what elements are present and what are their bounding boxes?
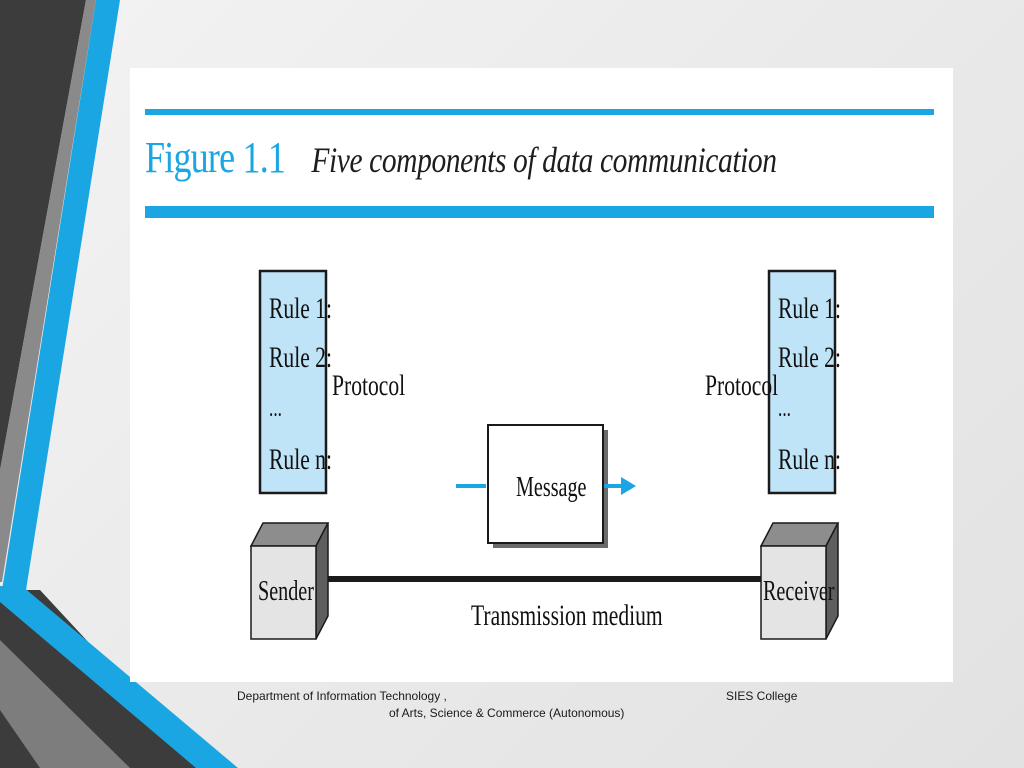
receiver-rule-1: Rule 1: <box>778 292 841 325</box>
sender-rule-1: Rule 1: <box>269 292 332 325</box>
sender-protocol-box: Rule 1: Rule 2: ... Rule n: <box>258 269 332 495</box>
receiver-protocol-label: Protocol <box>705 369 778 402</box>
decor-stripe-blue-bottom <box>0 586 238 768</box>
figure-panel: Figure 1.1 Five components of data commu… <box>130 68 953 682</box>
figure-label: Figure 1.1 <box>145 133 286 182</box>
slide-footer: Department of Information Technology , S… <box>0 688 1024 728</box>
transmission-medium-label: Transmission medium <box>471 599 663 632</box>
sender-device: Sender <box>249 522 330 640</box>
message-label: Message <box>516 472 586 503</box>
decor-stripe-blue <box>2 0 120 590</box>
receiver-protocol-box: Rule 1: Rule 2: ... Rule n: <box>767 269 841 495</box>
message-box: Message <box>487 424 608 548</box>
receiver-device: Receiver <box>759 522 840 640</box>
receiver-rule-n: Rule n: <box>778 443 841 476</box>
receiver-rule-2: Rule 2: <box>778 341 841 374</box>
receiver-label: Receiver <box>763 576 835 607</box>
message-arrowhead <box>621 477 636 495</box>
sender-label: Sender <box>258 576 314 607</box>
receiver-rule-ellipsis: ... <box>778 394 791 422</box>
footer-college: SIES College <box>726 689 798 703</box>
decor-stripe-gray-bottom <box>0 640 130 768</box>
footer-department: Department of Information Technology , <box>237 689 447 703</box>
figure-heading: Figure 1.1 Five components of data commu… <box>145 132 777 183</box>
figure-bottom-rule <box>145 206 934 218</box>
data-communication-diagram: Rule 1: Rule 2: ... Rule n: Protocol Rul… <box>249 269 841 640</box>
sender-protocol-label: Protocol <box>332 369 405 402</box>
sender-rule-ellipsis: ... <box>269 394 282 422</box>
footer-college-detail: of Arts, Science & Commerce (Autonomous) <box>389 706 625 720</box>
sender-rule-n: Rule n: <box>269 443 332 476</box>
figure-caption: Five components of data communication <box>311 140 777 180</box>
decor-stripe-gray <box>0 0 96 582</box>
figure-top-rule <box>145 109 934 115</box>
sender-rule-2: Rule 2: <box>269 341 332 374</box>
